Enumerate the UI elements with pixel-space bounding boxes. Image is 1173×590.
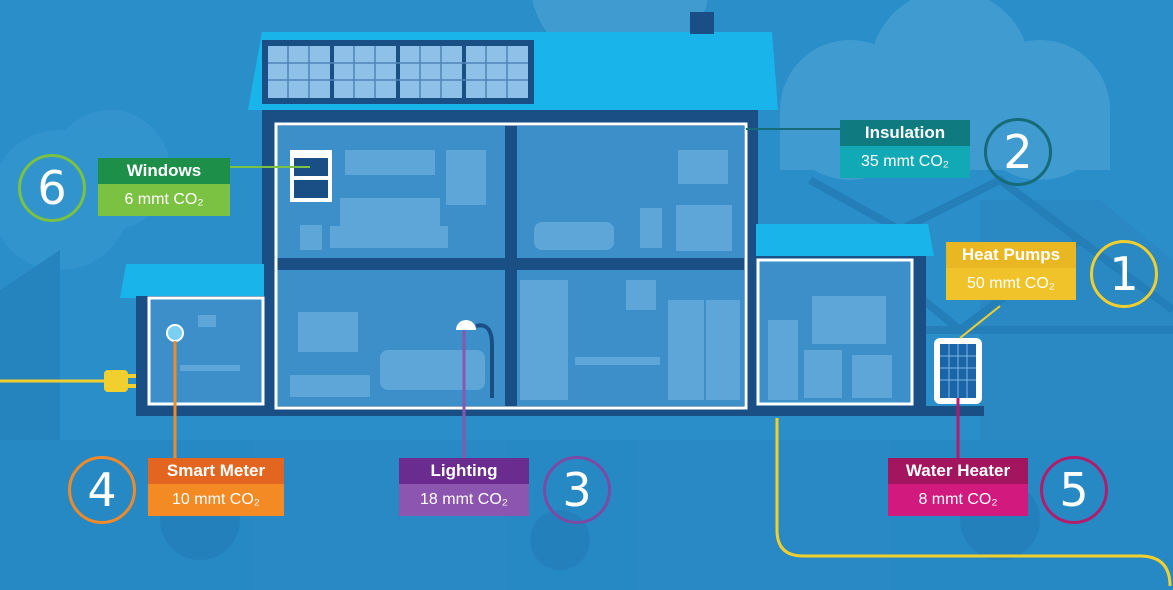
smart-meter-title: Smart Meter: [148, 458, 284, 484]
water-heater-value: 8 mmt CO₂: [888, 484, 1028, 516]
lighting-label: Lighting 18 mmt CO₂: [399, 458, 529, 516]
smart-meter-value: 10 mmt CO₂: [148, 484, 284, 516]
windows-number: 6: [18, 154, 86, 222]
insulation-label: Insulation 35 mmt CO₂: [840, 120, 970, 178]
water-heater-title: Water Heater: [888, 458, 1028, 484]
water-heater-number: 5: [1040, 456, 1108, 524]
lamp-icon: [456, 320, 494, 398]
insulation-value: 35 mmt CO₂: [840, 146, 970, 178]
lighting-value: 18 mmt CO₂: [399, 484, 529, 516]
lighting-number: 3: [543, 456, 611, 524]
windows-label: Windows 6 mmt CO₂: [98, 158, 230, 216]
thermostat-icon: [166, 324, 184, 342]
solar-panel-icon: [262, 40, 534, 104]
smart-meter-label: Smart Meter 10 mmt CO₂: [148, 458, 284, 516]
window-icon: [290, 150, 332, 202]
heat-pump-icon: [934, 338, 982, 404]
windows-title: Windows: [98, 158, 230, 184]
heat-pumps-number: 1: [1090, 240, 1158, 308]
heat-pumps-value: 50 mmt CO₂: [946, 268, 1076, 300]
heat-pumps-title: Heat Pumps: [946, 242, 1076, 268]
heat-pumps-label: Heat Pumps 50 mmt CO₂: [946, 242, 1076, 300]
room-furniture: [290, 150, 740, 400]
insulation-number: 2: [984, 118, 1052, 186]
insulation-title: Insulation: [840, 120, 970, 146]
smart-meter-number: 4: [68, 456, 136, 524]
power-plug-icon: [104, 370, 136, 392]
water-heater-label: Water Heater 8 mmt CO₂: [888, 458, 1028, 516]
windows-value: 6 mmt CO₂: [98, 184, 230, 216]
lighting-title: Lighting: [399, 458, 529, 484]
